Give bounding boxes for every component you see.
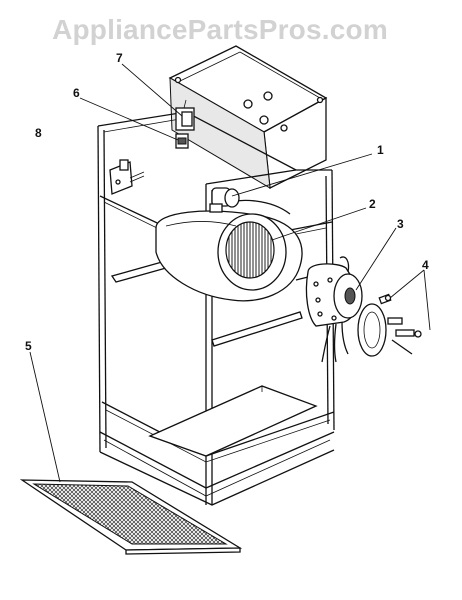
blower-motor: [295, 256, 363, 363]
knockout-hole: [243, 99, 253, 109]
leader-2: [271, 207, 367, 241]
callout-4: 4: [422, 258, 429, 272]
callout-8: 8: [35, 126, 42, 140]
leader-lines: [29, 63, 431, 483]
callout-3: 3: [397, 217, 404, 231]
callout-7: 7: [116, 51, 123, 65]
blower-wheel: [225, 221, 275, 279]
callout-2: 2: [369, 197, 376, 211]
blower-assembly: [155, 199, 303, 302]
air-filter: [19, 479, 243, 555]
knockout-hole: [263, 91, 273, 101]
leader-6: [79, 97, 179, 141]
electrical-component: [175, 133, 189, 149]
mounting-bracket: [109, 159, 145, 195]
capacitor: [209, 187, 240, 213]
callout-5: 5: [25, 339, 32, 353]
relay-component: [175, 99, 195, 131]
watermark-text: AppliancePartsPros.com: [52, 14, 388, 45]
leader-7: [121, 63, 183, 117]
callout-6: 6: [73, 86, 80, 100]
callout-1: 1: [377, 143, 384, 157]
knockout-hole: [280, 124, 288, 132]
leader-4b: [423, 269, 431, 331]
knockout-hole: [259, 115, 269, 125]
leader-1: [231, 153, 373, 197]
leader-5: [29, 351, 61, 483]
top-compartment: [168, 45, 328, 190]
motor-mount-kit: [357, 293, 422, 357]
leader-3: [355, 227, 397, 291]
leader-4a: [389, 269, 425, 299]
